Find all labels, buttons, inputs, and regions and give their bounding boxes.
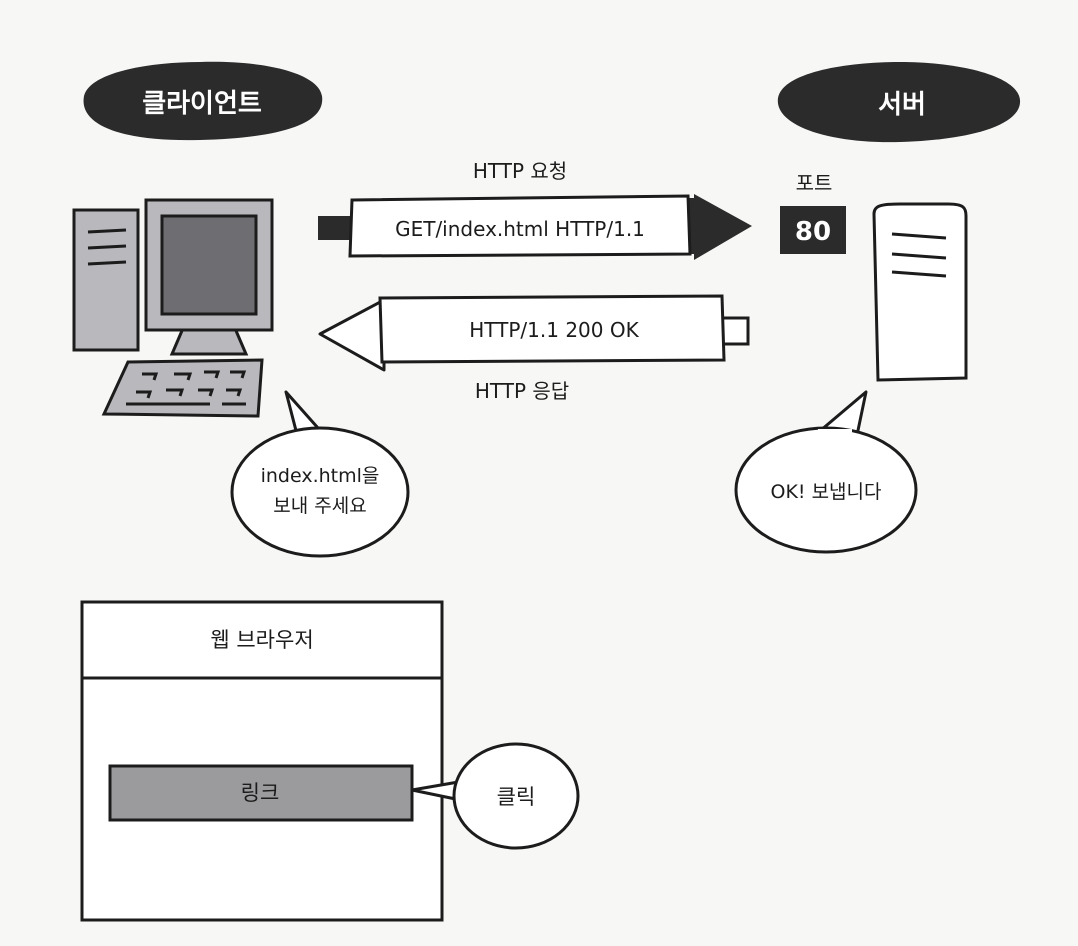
- server-bubble-text: OK! 보냅니다: [771, 481, 882, 503]
- client-label-pill: 클라이언트: [83, 61, 323, 141]
- client-monitor-icon: [144, 198, 274, 356]
- client-pc-tower-icon: [72, 208, 140, 352]
- client-keyboard-icon: [101, 358, 264, 418]
- server-tower-icon: [872, 202, 968, 382]
- client-speech-bubble: index.html을 보내 주세요: [230, 390, 410, 558]
- server-label: 서버: [878, 90, 926, 120]
- web-browser-window: 웹 브라우저: [80, 600, 444, 922]
- request-caption: HTTP 요청: [473, 159, 567, 183]
- response-caption: HTTP 응답: [475, 379, 569, 403]
- port-number: 80: [795, 217, 831, 247]
- click-label: 클릭: [497, 785, 536, 809]
- request-message: GET/index.html HTTP/1.1: [395, 217, 645, 241]
- client-bubble-line1: index.html을: [261, 465, 380, 487]
- port-badge: 80: [780, 206, 846, 254]
- click-speech-bubble: 클릭: [410, 742, 580, 850]
- request-arrow: GET/index.html HTTP/1.1: [318, 194, 752, 260]
- port-label: 포트: [796, 171, 833, 195]
- response-arrow: HTTP/1.1 200 OK: [318, 294, 750, 372]
- client-bubble-line2: 보내 주세요: [273, 495, 366, 517]
- response-message: HTTP/1.1 200 OK: [469, 318, 639, 342]
- browser-title: 웹 브라우저: [210, 628, 313, 652]
- link-label: 링크: [241, 781, 280, 805]
- client-label: 클라이언트: [142, 89, 262, 119]
- server-label-pill: 서버: [777, 62, 1021, 143]
- link-button[interactable]: 링크: [108, 764, 414, 822]
- server-speech-bubble: OK! 보냅니다: [734, 390, 918, 554]
